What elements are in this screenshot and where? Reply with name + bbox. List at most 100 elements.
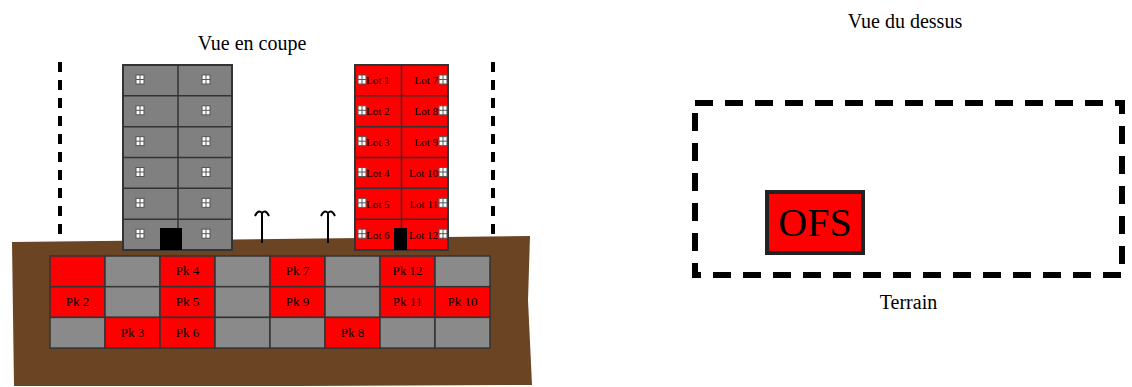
parking-space bbox=[105, 256, 160, 287]
floor-line bbox=[355, 95, 448, 97]
window-frame bbox=[358, 75, 366, 84]
window-frame bbox=[358, 229, 366, 238]
parking-space bbox=[435, 317, 490, 348]
window-icon bbox=[358, 106, 366, 115]
window-icon bbox=[358, 229, 366, 238]
node-label: Lot 9 bbox=[414, 136, 438, 148]
window-frame bbox=[202, 137, 210, 146]
window-bar bbox=[358, 202, 366, 203]
building-floors bbox=[355, 65, 448, 250]
parking-space: Pk 3 bbox=[105, 317, 160, 348]
node-label: Lot 12 bbox=[409, 229, 438, 241]
window-icon bbox=[202, 75, 210, 84]
node-label: Pk 4 bbox=[176, 264, 199, 278]
parking-space bbox=[215, 317, 270, 348]
lot-cell: Lot 11 bbox=[402, 188, 449, 219]
window-frame bbox=[358, 106, 366, 115]
node-label: Lot 4 bbox=[366, 167, 390, 179]
window-frame bbox=[439, 137, 447, 146]
parking-space bbox=[215, 256, 270, 287]
ground bbox=[12, 236, 532, 386]
window-icon bbox=[136, 229, 144, 238]
lot-cell: Lot 1 bbox=[355, 65, 402, 96]
window-icon bbox=[439, 106, 447, 115]
parking-space: Pk 6 bbox=[160, 317, 215, 348]
view-title: Vue en coupe bbox=[198, 32, 307, 54]
window-icon bbox=[439, 168, 447, 177]
window-frame bbox=[136, 75, 144, 84]
lot-cell: Lot 8 bbox=[402, 96, 449, 127]
window-icon bbox=[439, 229, 447, 238]
node-label: Lot 11 bbox=[409, 198, 438, 210]
boundary-line bbox=[491, 62, 495, 238]
parking-space bbox=[325, 317, 380, 348]
node-label: Pk 5 bbox=[176, 295, 199, 309]
parking-space bbox=[160, 287, 215, 318]
window-bar bbox=[202, 110, 210, 111]
window-bar bbox=[202, 202, 210, 203]
window-bar bbox=[358, 141, 366, 142]
lot-cell: Lot 7 bbox=[402, 65, 449, 96]
parking-space bbox=[325, 256, 380, 287]
parking-space bbox=[215, 287, 270, 318]
parking-space: Pk 2 bbox=[50, 287, 105, 318]
window-icon bbox=[439, 198, 447, 207]
node-label: Pk 9 bbox=[286, 295, 309, 309]
parking-space bbox=[50, 317, 105, 348]
window-frame bbox=[358, 168, 366, 177]
window-icon bbox=[202, 168, 210, 177]
parking-space: Pk 5 bbox=[160, 287, 215, 318]
window-bar bbox=[136, 110, 144, 111]
window-icon bbox=[136, 137, 144, 146]
window-frame bbox=[439, 198, 447, 207]
window-frame bbox=[439, 106, 447, 115]
window-frame bbox=[136, 229, 144, 238]
parking-space: Pk 9 bbox=[270, 287, 325, 318]
parking-space bbox=[270, 317, 325, 348]
node-label: Pk 11 bbox=[393, 295, 423, 309]
window-icon bbox=[136, 198, 144, 207]
window-icon bbox=[202, 137, 210, 146]
floor-line bbox=[123, 95, 232, 97]
window-frame bbox=[202, 168, 210, 177]
window-bar bbox=[202, 141, 210, 142]
window-bar bbox=[136, 79, 144, 80]
window-icon bbox=[202, 198, 210, 207]
window-icon bbox=[136, 168, 144, 177]
parking-space bbox=[380, 317, 435, 348]
node-label: Pk 8 bbox=[341, 326, 364, 340]
window-bar bbox=[439, 172, 447, 173]
node-label: Lot 7 bbox=[414, 74, 438, 86]
lot-cell: Lot 5 bbox=[355, 188, 402, 219]
parking-space bbox=[105, 317, 160, 348]
window-bar bbox=[136, 202, 144, 203]
window-frame bbox=[202, 106, 210, 115]
node-label: OFS bbox=[778, 201, 851, 245]
window-bar bbox=[202, 233, 210, 234]
boundary-line bbox=[58, 62, 62, 238]
window-frame bbox=[439, 75, 447, 84]
parking-space bbox=[435, 256, 490, 287]
window-icon bbox=[358, 75, 366, 84]
parking-space bbox=[160, 256, 215, 287]
window-icon bbox=[439, 75, 447, 84]
node-label: Lot 10 bbox=[409, 167, 438, 179]
window-icon bbox=[358, 198, 366, 207]
window-bar bbox=[358, 233, 366, 234]
window-frame bbox=[439, 168, 447, 177]
floor-line bbox=[123, 188, 232, 190]
node-label: Pk 2 bbox=[66, 295, 89, 309]
window-bar bbox=[439, 202, 447, 203]
terrain-outline bbox=[695, 103, 1122, 275]
view-title: Vue du dessus bbox=[848, 10, 962, 32]
window-bar bbox=[439, 233, 447, 234]
building-floors bbox=[123, 65, 232, 250]
parking-space bbox=[325, 287, 380, 318]
window-icon bbox=[202, 106, 210, 115]
street-lamp bbox=[255, 212, 335, 243]
window-frame bbox=[358, 137, 366, 146]
node-label: Pk 3 bbox=[121, 326, 144, 340]
parking-space: Pk 10 bbox=[435, 287, 490, 318]
parking-space bbox=[380, 287, 435, 318]
